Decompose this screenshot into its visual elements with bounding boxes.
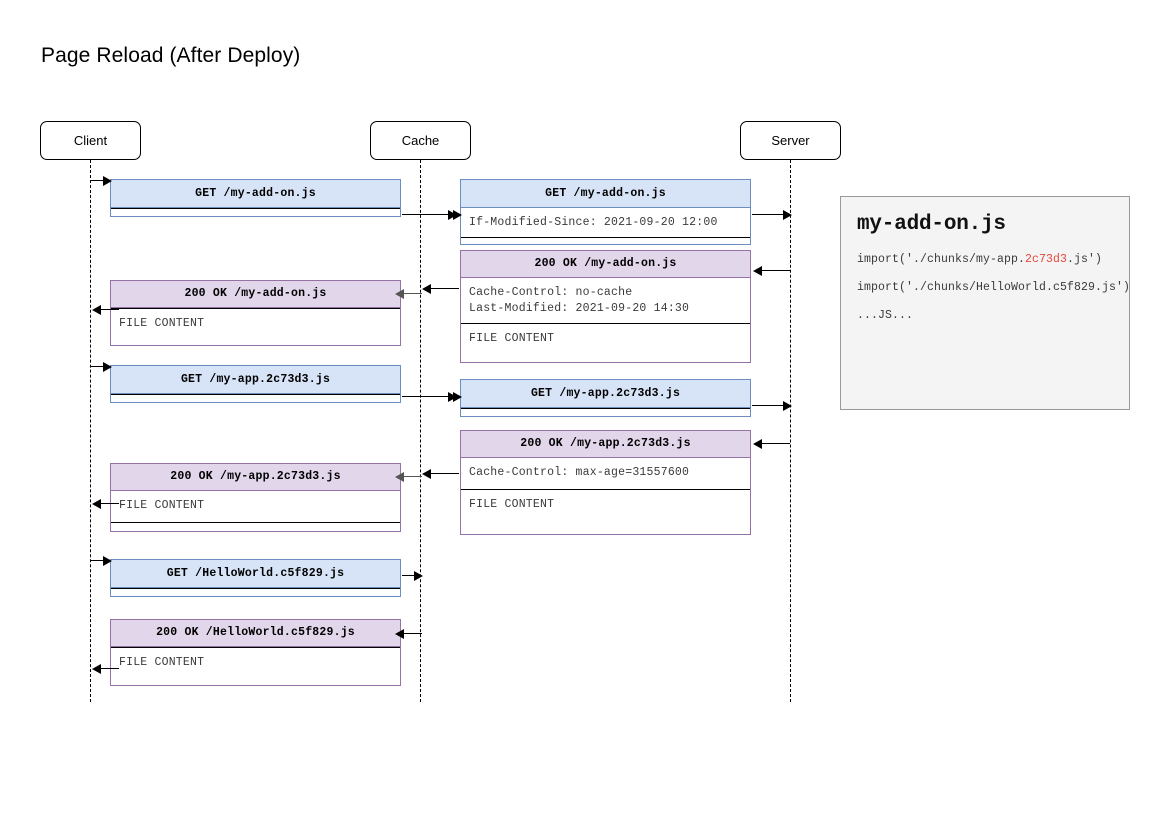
message-server-200-addon[interactable]: 200 OK /my-add-on.js Cache-Control: no-c… bbox=[460, 250, 751, 363]
message-body-empty bbox=[461, 408, 750, 416]
arrow-block8-to-client bbox=[92, 499, 119, 509]
message-body-section: FILE CONTENT bbox=[469, 498, 555, 511]
participant-client[interactable]: Client bbox=[40, 121, 141, 160]
arrow-cache-to-block4 bbox=[395, 289, 422, 299]
message-cache-200-myapp[interactable]: 200 OK /my-app.2c73d3.js FILE CONTENT bbox=[110, 463, 401, 532]
message-header: GET /my-add-on.js bbox=[111, 180, 400, 208]
message-headers-section: If-Modified-Since: 2021-09-20 12:00 bbox=[461, 208, 750, 238]
message-cache-200-helloworld[interactable]: 200 OK /HelloWorld.c5f829.js FILE CONTEN… bbox=[110, 619, 401, 686]
message-client-get-helloworld[interactable]: GET /HelloWorld.c5f829.js bbox=[110, 559, 401, 597]
message-client-get-addon[interactable]: GET /my-add-on.js bbox=[110, 179, 401, 217]
message-headers-section: Cache-Control: max-age=31557600 bbox=[461, 458, 750, 490]
arrow-block2-to-server bbox=[752, 210, 792, 220]
message-body-section: FILE CONTENT bbox=[111, 491, 400, 523]
message-body-empty bbox=[111, 588, 400, 596]
message-header: GET /HelloWorld.c5f829.js bbox=[111, 560, 400, 588]
code-hash-highlight: 2c73d3 bbox=[1025, 253, 1068, 266]
participant-server[interactable]: Server bbox=[740, 121, 841, 160]
page-title: Page Reload (After Deploy) bbox=[41, 44, 301, 67]
message-cache-get-myapp[interactable]: GET /my-app.2c73d3.js bbox=[460, 379, 751, 417]
message-header: GET /my-app.2c73d3.js bbox=[461, 380, 750, 408]
message-header: 200 OK /my-app.2c73d3.js bbox=[461, 431, 750, 458]
code-post: .js') bbox=[1067, 253, 1103, 266]
arrow-cache-to-block10 bbox=[395, 629, 422, 639]
message-header: 200 OK /my-app.2c73d3.js bbox=[111, 464, 400, 491]
lifeline-cache bbox=[420, 160, 421, 702]
note-code-line-1: import('./chunks/my-app.2c73d3.js') bbox=[857, 253, 1113, 266]
code-pre: import('./chunks/HelloWorld.c5f829.js') bbox=[857, 281, 1131, 294]
participant-cache-label: Cache bbox=[401, 133, 440, 148]
arrow-block9-to-cache bbox=[402, 571, 423, 581]
message-headers-section: Cache-Control: no-cache Last-Modified: 2… bbox=[461, 278, 750, 324]
arrow-block10-to-client bbox=[92, 664, 119, 674]
message-body-empty bbox=[461, 238, 750, 244]
arrow-cache-to-block2 bbox=[421, 210, 462, 220]
message-header: GET /my-app.2c73d3.js bbox=[111, 366, 400, 394]
note-code-line-3: ...JS... bbox=[857, 309, 1113, 322]
arrow-block4-to-client bbox=[92, 305, 119, 315]
arrow-client-to-block-1 bbox=[91, 176, 112, 186]
participant-server-label: Server bbox=[771, 133, 810, 148]
message-header: 200 OK /HelloWorld.c5f829.js bbox=[111, 620, 400, 647]
message-cache-200-addon[interactable]: 200 OK /my-add-on.js FILE CONTENT bbox=[110, 280, 401, 346]
arrow-server-to-block3 bbox=[753, 266, 790, 276]
arrow-client-to-block9 bbox=[91, 556, 112, 566]
message-body-section: FILE CONTENT bbox=[111, 308, 400, 345]
arrow-cache-to-block6 bbox=[421, 392, 462, 402]
code-note-panel: my-add-on.js import('./chunks/my-app.2c7… bbox=[840, 196, 1130, 410]
lifeline-client bbox=[90, 160, 91, 702]
message-body-section: FILE CONTENT bbox=[469, 332, 555, 345]
arrow-client-to-block5 bbox=[91, 362, 112, 372]
message-header: 200 OK /my-add-on.js bbox=[111, 281, 400, 308]
arrow-block3-to-cache bbox=[422, 284, 459, 294]
message-body-empty bbox=[111, 208, 400, 216]
lifeline-server bbox=[790, 160, 791, 702]
message-client-get-myapp[interactable]: GET /my-app.2c73d3.js bbox=[110, 365, 401, 403]
code-pre: ...JS... bbox=[857, 309, 914, 322]
message-body-empty bbox=[111, 394, 400, 402]
note-code-line-2: import('./chunks/HelloWorld.c5f829.js') bbox=[857, 281, 1130, 294]
message-cache-get-addon[interactable]: GET /my-add-on.js If-Modified-Since: 202… bbox=[460, 179, 751, 245]
message-body-section: FILE CONTENT bbox=[111, 647, 400, 685]
message-header: GET /my-add-on.js bbox=[461, 180, 750, 208]
message-server-200-myapp[interactable]: 200 OK /my-app.2c73d3.js Cache-Control: … bbox=[460, 430, 751, 535]
message-body-empty bbox=[111, 523, 400, 531]
arrow-server-to-block7 bbox=[753, 439, 790, 449]
arrow-block6-to-server bbox=[752, 401, 792, 411]
note-filename: my-add-on.js bbox=[857, 213, 1006, 236]
participant-cache[interactable]: Cache bbox=[370, 121, 471, 160]
arrow-cache-to-block8 bbox=[395, 472, 422, 482]
message-header: 200 OK /my-add-on.js bbox=[461, 251, 750, 278]
code-pre: import('./chunks/my-app. bbox=[857, 253, 1026, 266]
arrow-block7-to-cache bbox=[422, 469, 459, 479]
participant-client-label: Client bbox=[73, 133, 108, 148]
